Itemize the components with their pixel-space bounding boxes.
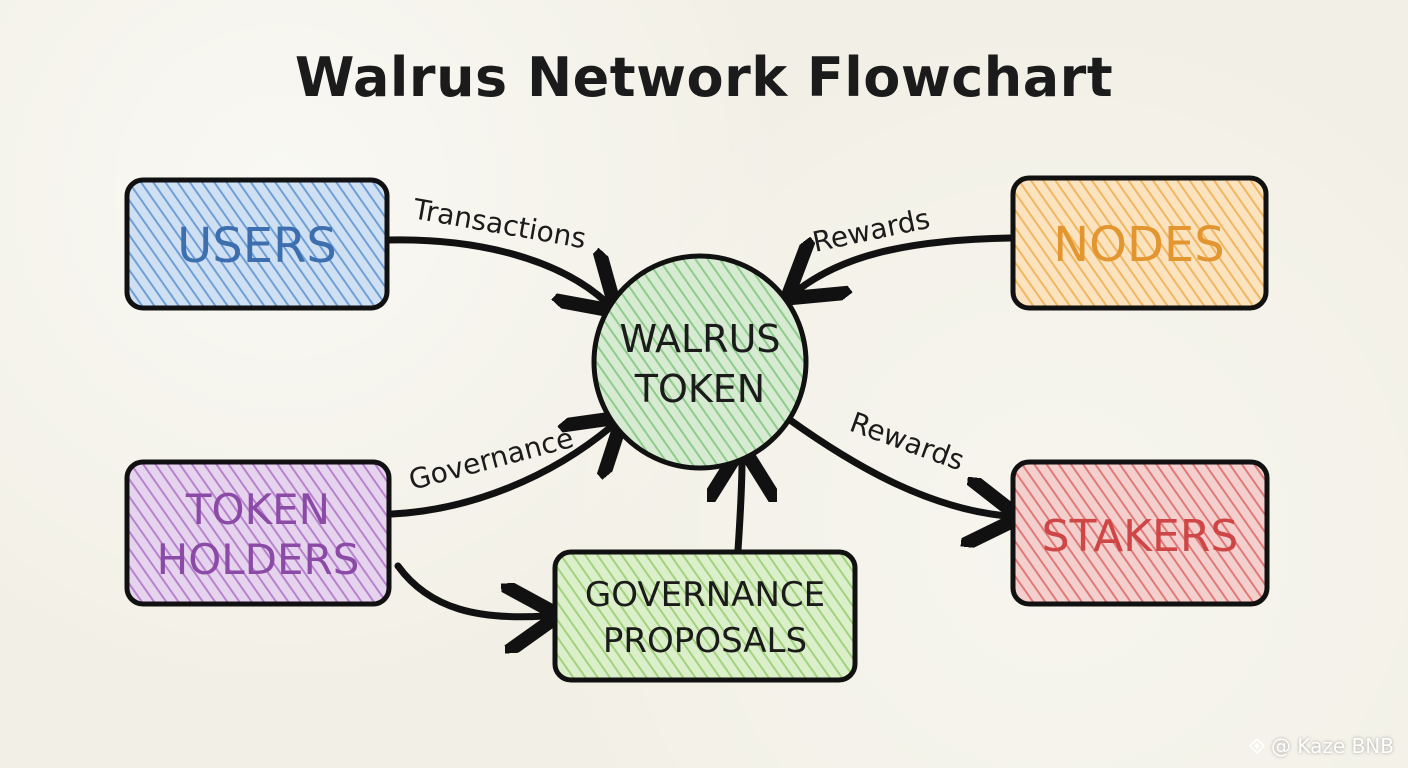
node-nodes: NODES [1010, 175, 1269, 311]
node-walrus-token-line2: TOKEN [634, 367, 765, 411]
node-walrus-token-line1: WALRUS [620, 317, 781, 361]
node-stakers-label: STAKERS [1042, 511, 1239, 562]
edge-holders-to-token [388, 426, 612, 518]
edge-label-transactions: Transactions [410, 192, 589, 255]
edge-label-rewards-nodes: Rewards [810, 202, 933, 259]
edge-nodes-to-token [798, 234, 1014, 290]
edge-users-to-token [384, 236, 606, 302]
node-users: USERS [124, 177, 390, 311]
node-governance-proposals: GOVERNANCE PROPOSALS [552, 549, 858, 683]
node-governance-proposals-line1: GOVERNANCE [585, 575, 825, 615]
node-nodes-label: NODES [1053, 217, 1224, 273]
diamond-logo-icon [1249, 738, 1266, 754]
node-token-holders-line1: TOKEN [185, 485, 330, 534]
node-governance-proposals-line2: PROPOSALS [603, 621, 807, 661]
node-walrus-token: WALRUS TOKEN [591, 253, 809, 471]
node-token-holders-line2: HOLDERS [157, 535, 360, 584]
diagram-title: Walrus Network Flowchart [294, 46, 1114, 109]
edge-proposals-to-token [738, 460, 742, 554]
watermark-text: @ Kaze BNB [1271, 734, 1394, 758]
edge-label-governance: Governance [405, 421, 577, 497]
node-stakers: STAKERS [1010, 459, 1270, 607]
edge-holders-to-proposals [394, 562, 545, 617]
node-token-holders: TOKEN HOLDERS [124, 459, 392, 607]
node-users-label: USERS [177, 218, 337, 274]
edge-token-to-stakers [786, 416, 1006, 516]
watermark: @ Kaze BNB [1249, 734, 1394, 758]
